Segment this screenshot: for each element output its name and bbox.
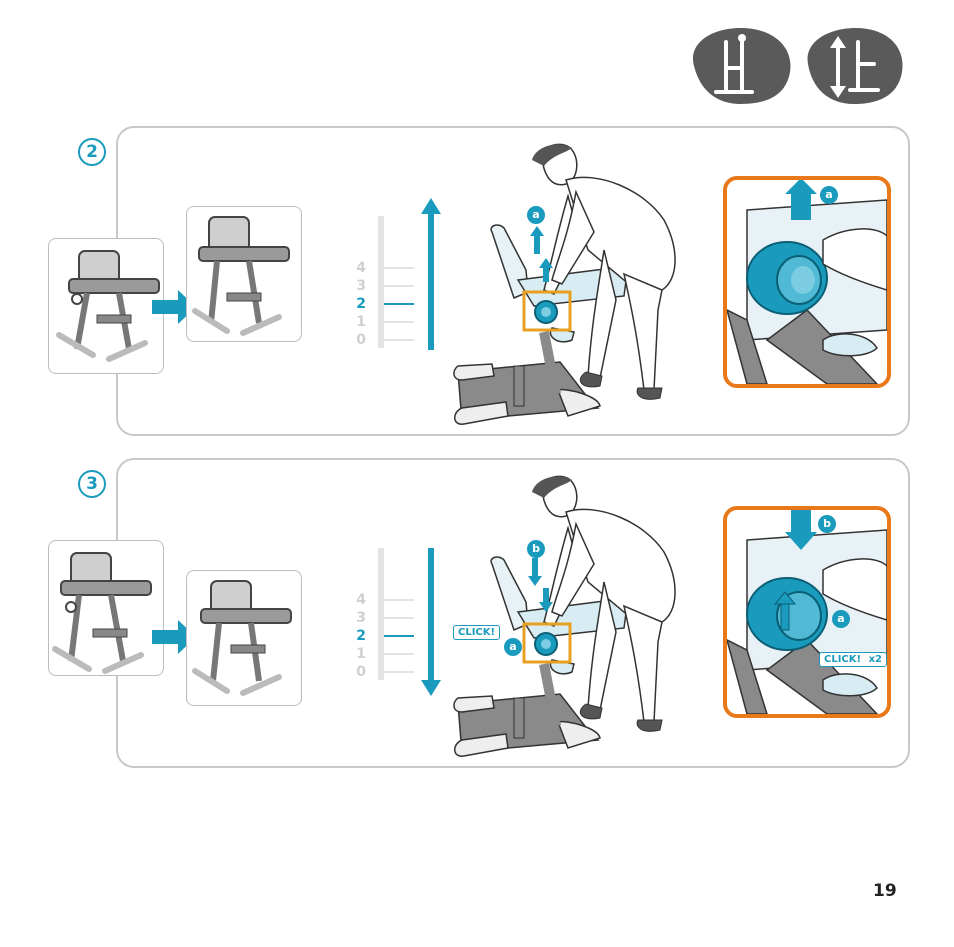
scale-level-0: 0 [352, 332, 366, 348]
step-2-chair-thumb-after [186, 206, 302, 342]
step-3-detail-zoom [723, 506, 891, 718]
step-3-figure-badge-a: a [504, 638, 522, 656]
step-2-detail-zoom [723, 176, 891, 388]
page-number: 19 [873, 881, 897, 901]
scale-level-0: 0 [352, 664, 366, 680]
detail-click-text: CLICK! [824, 654, 861, 665]
step-2-number: 2 [78, 138, 106, 166]
scale-level-3: 3 [352, 610, 366, 626]
scale-level-4: 4 [352, 260, 366, 276]
scale-level-2: 2 [352, 628, 366, 644]
height-adjust-arrows-icon [802, 24, 908, 106]
step-3-figure-badge-b: b [527, 540, 545, 558]
step-3-chair-thumb-before [48, 540, 164, 676]
step-2-detail-badge: a [820, 186, 838, 204]
step-3-down-arrow-icon [420, 548, 442, 698]
step-2-chair-thumb-before [48, 238, 164, 374]
step-2-height-scale [360, 214, 420, 350]
high-chair-height-icon [686, 24, 796, 106]
scale-level-1: 1 [352, 314, 366, 330]
step-3-detail-badge-a: a [832, 610, 850, 628]
step-3-parent-adjusting-chair [448, 472, 700, 760]
step-3-number: 3 [78, 470, 106, 498]
step-3-detail-badge-b: b [818, 515, 836, 533]
step-3-height-scale [360, 546, 420, 682]
scale-level-1: 1 [352, 646, 366, 662]
detail-click-count: x2 [869, 654, 882, 665]
step-3-detail-click-label: CLICK! x2 [819, 652, 887, 667]
step-3-chair-thumb-after [186, 570, 302, 706]
step-2-up-arrow-icon [420, 198, 442, 352]
scale-level-4: 4 [352, 592, 366, 608]
step-2-parent-adjusting-chair [448, 140, 700, 428]
step-2-figure-badge: a [527, 206, 545, 224]
scale-level-3: 3 [352, 278, 366, 294]
step-3-click-label: CLICK! [453, 625, 500, 640]
scale-level-2: 2 [352, 296, 366, 312]
